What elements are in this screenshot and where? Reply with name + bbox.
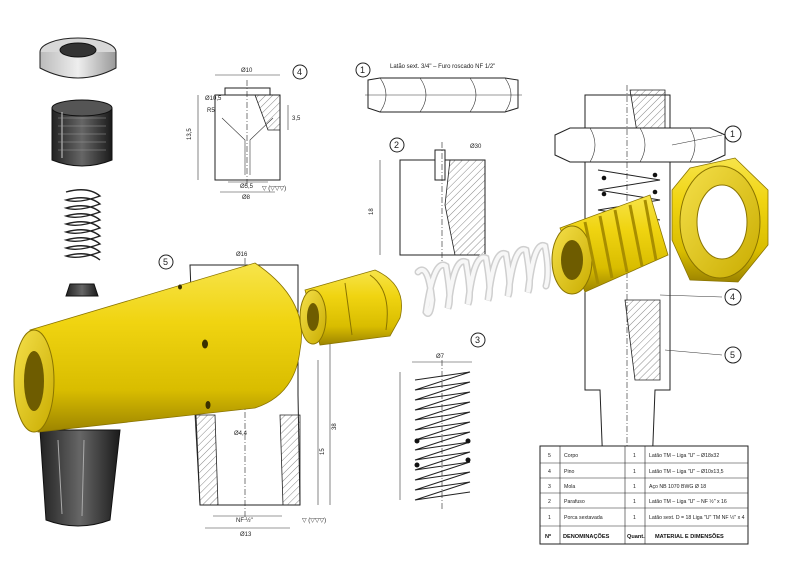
callout-2: 2: [389, 137, 405, 153]
table-row-cell: Pino: [564, 469, 574, 475]
render-body-part-5: [13, 262, 302, 433]
drawing-part-2-screw: Ø30 18: [369, 142, 486, 265]
table-row-cell: Mola: [564, 484, 575, 490]
table-row-cell: 5: [548, 453, 551, 459]
callout-4: 4: [292, 64, 308, 80]
table-row-cell: 1: [633, 484, 636, 490]
callout-3: 3: [470, 332, 486, 348]
callout-5: 5: [158, 254, 174, 270]
table-row-cell: 2: [548, 499, 551, 505]
render-spring-part-3: [414, 241, 552, 317]
table-row-cell: 1: [633, 499, 636, 505]
dim-pin-d10: Ø10: [241, 68, 253, 74]
table-header-cell: DENOMINAÇÕES: [563, 533, 610, 540]
callout-5-assembly: 5: [724, 346, 742, 364]
render-screw-part-2: [551, 194, 669, 295]
svg-text:4: 4: [730, 292, 735, 302]
svg-text:1: 1: [730, 129, 735, 139]
sketch-hex-nut: [39, 37, 117, 79]
table-row-cell: 1: [633, 453, 636, 459]
dim-pin-r5: R5: [207, 108, 215, 114]
callout-1-assembly: 1: [724, 125, 742, 143]
table-row-cell: Latão TM – Liga "U" – Ø10x13,5: [649, 469, 724, 475]
dim-pin-3-5: 3,5: [292, 116, 301, 122]
dim-body-d16: Ø16: [236, 252, 248, 258]
callout-1-top: 1: [355, 62, 371, 78]
table-row-cell: Porca sextavada: [564, 515, 603, 521]
table-row-cell: 1: [548, 515, 551, 521]
callout-4-assembly: 4: [724, 288, 742, 306]
table-row-cell: Aço NB 1070 BWG Ø 18: [649, 484, 706, 490]
svg-text:4: 4: [297, 67, 302, 77]
table-row-cell: Parafuso: [564, 499, 585, 505]
sketch-pin: [65, 283, 99, 297]
sketch-body-lower: [39, 429, 121, 527]
nut-drawing-note: Latão sext. 3/4" – Furo roscado NF 1/2": [390, 64, 495, 70]
dim-spring-d7: Ø7: [436, 354, 445, 360]
drawing-part-3-spring: Ø7: [399, 354, 472, 510]
roughness-pin: ▽ (▽▽▽): [262, 186, 286, 192]
svg-text:2: 2: [394, 140, 399, 150]
table-header-cell: MATERIAL E DIMENSÕES: [655, 533, 724, 540]
drawing-part-4-pin: Ø10 Ø5,5 Ø8 13,5 3,5 R5 Ø10,5 ▽ (▽▽▽): [187, 68, 301, 201]
table-row-cell: 1: [633, 469, 636, 475]
table-row-cell: Latão TM – Liga "U" – Ø18x32: [649, 453, 719, 459]
sketch-threaded-sleeve: [51, 99, 113, 167]
table-row-cell: 4: [548, 469, 551, 475]
dim-pin-d10-5: Ø10,5: [205, 96, 222, 102]
svg-text:1: 1: [360, 65, 365, 75]
render-hex-nut-part-1: [671, 157, 769, 283]
dim-body-38: 38: [332, 423, 338, 430]
svg-text:5: 5: [163, 257, 168, 267]
table-row-cell: 3: [548, 484, 551, 490]
dim-body-d4-4: Ø4,4: [234, 431, 248, 437]
drawing-part-1-nut: Latão sext. 3/4" – Furo roscado NF 1/2": [365, 64, 522, 113]
roughness-body: ▽ (▽▽▽): [302, 518, 326, 524]
dim-pin-d5-5: Ø5,5: [240, 184, 254, 190]
drawing-assembly-section: [554, 85, 726, 525]
svg-text:3: 3: [475, 335, 480, 345]
parts-table: 5 Corpo 1 Latão TM – Liga "U" – Ø18x32 4…: [539, 445, 749, 545]
table-header-cell: Nº: [545, 534, 551, 540]
table-row-cell: Corpo: [564, 453, 578, 459]
dim-screw-18: 18: [369, 208, 375, 215]
dim-screw-d30: Ø30: [470, 144, 482, 150]
table-header-cell: Quant.: [627, 534, 645, 540]
dim-body-nf: NF ½": [236, 517, 253, 524]
dim-pin-13-5: 13,5: [187, 128, 193, 140]
table-row-cell: Latão sext. D = 18 Liga "U" TM NF ½" x 4: [649, 514, 745, 521]
svg-text:5: 5: [730, 350, 735, 360]
dim-body-d13: Ø13: [240, 532, 252, 538]
table-row-cell: 1: [633, 515, 636, 521]
render-pin-part-4: [299, 269, 402, 346]
table-row-cell: Latão TM – Liga "U" – NF ½" x 16: [649, 498, 727, 505]
sketch-spring: [63, 189, 102, 261]
drawing-part-5-body: Ø16 Ø4,4 NF ½" Ø13 38 15 ▽ (▽▽▽): [189, 252, 338, 538]
dim-pin-d8: Ø8: [242, 195, 251, 201]
dim-body-15: 15: [320, 448, 326, 455]
